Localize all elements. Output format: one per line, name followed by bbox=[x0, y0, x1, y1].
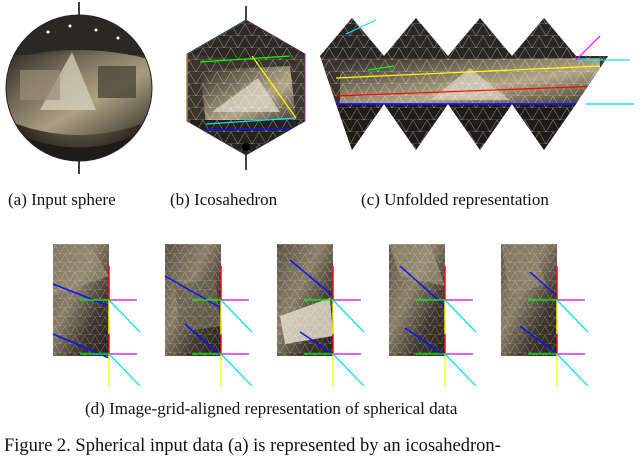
grid-panel-3 bbox=[277, 244, 365, 386]
unfold-green-seg bbox=[367, 65, 395, 71]
unfold-magenta-seg bbox=[575, 35, 601, 61]
unfolded-icosahedron bbox=[320, 18, 608, 150]
caption-grid-aligned: (d) Image-grid-aligned representation of… bbox=[85, 399, 458, 418]
figure-top-row bbox=[0, 0, 640, 180]
grid-panel-5 bbox=[501, 244, 589, 386]
icosahedron bbox=[187, 20, 305, 155]
input-sphere bbox=[6, 15, 152, 161]
unfold-cyan-seg-1 bbox=[345, 19, 377, 35]
grid-panel-4 bbox=[389, 244, 477, 386]
grid-aligned-panels bbox=[52, 244, 589, 386]
grid-panel-1 bbox=[52, 244, 141, 386]
figure-bottom-row bbox=[0, 236, 640, 386]
caption-icosahedron: (b) Icosahedron bbox=[170, 190, 278, 209]
caption-unfolded: (c) Unfolded representation bbox=[361, 190, 549, 209]
top-row-graphics bbox=[5, 2, 634, 174]
caption-input-sphere: (a) Input sphere bbox=[8, 190, 116, 209]
grid-panel-2 bbox=[164, 244, 253, 386]
figure-caption: Figure 2. Spherical input data (a) is re… bbox=[4, 436, 501, 456]
